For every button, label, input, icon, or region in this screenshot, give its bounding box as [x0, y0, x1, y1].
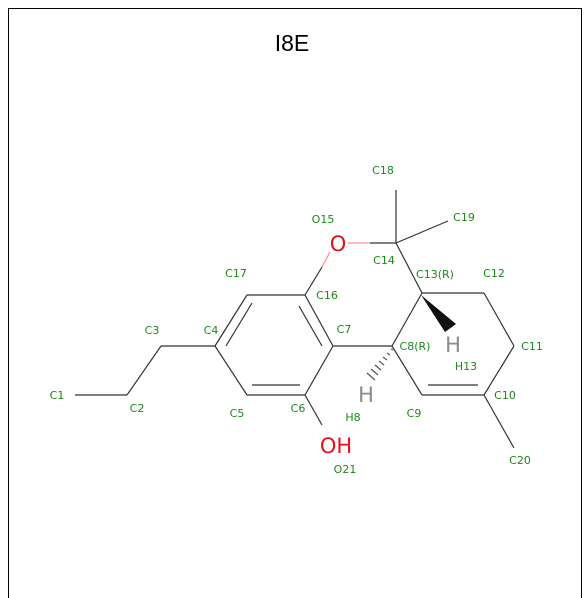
atom-label-c2: C2 [130, 402, 145, 415]
atom-label-c4: C4 [204, 324, 219, 337]
molecule-title: I8E [274, 30, 310, 56]
atom-label-h8: H8 [345, 411, 360, 424]
bond-c7-c6 [304, 345, 334, 396]
bond-c16-c7 [304, 294, 334, 347]
atom-label-c6: C6 [291, 402, 306, 415]
atom-label-h13: H13 [455, 360, 477, 373]
atom-label-c3: C3 [145, 324, 160, 337]
atom-label-c16: C16 [316, 289, 338, 302]
atom-label-c18: C18 [372, 164, 394, 177]
bond-c16-o15-a [304, 266, 323, 296]
bond-c2-c3 [126, 345, 162, 396]
atom-label-c8: C8(R) [400, 340, 431, 353]
hydrogen-c8-symbol: H [358, 383, 374, 407]
atom-label-c17: C17 [225, 267, 247, 280]
hash-wedge-c8-h8 [366, 348, 394, 381]
atom-label-c14: C14 [373, 254, 395, 267]
atom-label-c9: C9 [407, 407, 422, 420]
atom-label-c12: C12 [483, 267, 505, 280]
bond-c12-c11 [483, 292, 515, 347]
bond-c10-c20 [483, 394, 515, 449]
bond-c5-c4 [214, 345, 248, 396]
bond-c14-c19 [395, 220, 449, 244]
bond-c16-o15-b [321, 251, 331, 268]
bond-c4-c17-inner [225, 302, 253, 347]
atom-label-o21: O21 [334, 463, 357, 476]
atom-label-c7: C7 [337, 323, 352, 336]
diagram-frame [8, 8, 582, 598]
atom-label-c10: C10 [494, 389, 516, 402]
bond-c8-c13 [391, 292, 423, 347]
bond-c9-c8 [391, 345, 423, 396]
atom-label-c11: C11 [521, 340, 543, 353]
bonds [75, 190, 515, 449]
oxygen-ring-symbol: O [330, 232, 347, 256]
atom-label-c1: C1 [50, 389, 65, 402]
bond-c16-c7-inner [298, 305, 323, 347]
hydrogen-c13-symbol: H [445, 333, 461, 357]
bond-c4-c17 [214, 294, 248, 347]
wedge-c13-h13 [421, 295, 456, 332]
atom-label-c5: C5 [230, 407, 245, 420]
hydroxyl-symbol: OH [320, 434, 352, 458]
bond-c14-c13 [395, 242, 423, 294]
atom-label-o15: O15 [312, 213, 335, 226]
bond-c11-c10 [483, 345, 515, 396]
atom-label-c19: C19 [453, 211, 475, 224]
bond-c6-o21 [304, 394, 323, 426]
atom-label-c13: C13(R) [416, 268, 454, 281]
atom-label-c20: C20 [509, 454, 531, 467]
